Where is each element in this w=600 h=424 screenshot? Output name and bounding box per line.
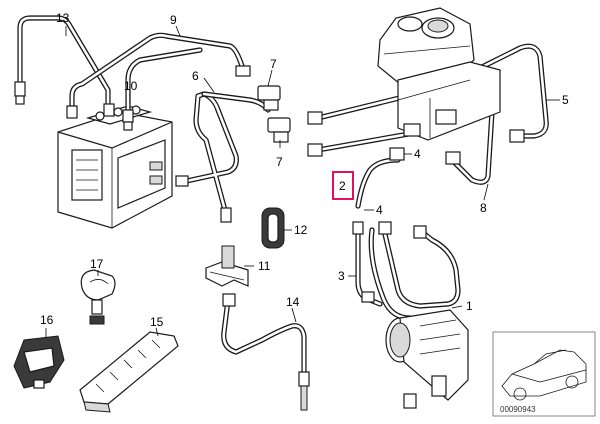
clip-17: [80, 269, 116, 325]
callout-4-upper: 4: [414, 147, 421, 161]
grommet-12: [261, 207, 285, 249]
callout-2[interactable]: 2: [339, 179, 346, 193]
callout-5: 5: [562, 93, 569, 107]
callout-16: 16: [40, 313, 54, 327]
callout-17: 17: [90, 257, 104, 271]
bracket-11: [205, 245, 249, 287]
fittings: [14, 65, 525, 411]
callout-7-lower: 7: [276, 155, 283, 169]
brake-pipes: [17, 15, 549, 375]
callout-13: 13: [56, 11, 70, 25]
pump-motor: [385, 309, 469, 409]
master-cylinder-reservoir: [377, 7, 501, 161]
connector-7: [257, 85, 291, 143]
callout-7-upper: 7: [270, 57, 277, 71]
vehicle-locator-inset: 00090943: [492, 331, 596, 417]
callout-15: 15: [150, 315, 164, 329]
callout-8: 8: [480, 201, 487, 215]
diagram-number: 00090943: [500, 405, 536, 414]
callout-12: 12: [294, 223, 308, 237]
callout-9: 9: [170, 13, 177, 27]
callout-10: 10: [124, 79, 138, 93]
callout-2-highlight-box[interactable]: [332, 171, 354, 200]
holder-16: [13, 335, 65, 389]
clip-strip-15: [79, 331, 179, 413]
callout-4-lower: 4: [376, 203, 383, 217]
leader-lines: [45, 25, 560, 338]
callout-1: 1: [466, 299, 473, 313]
abs-hydraulic-unit: [57, 105, 173, 229]
callout-11: 11: [258, 259, 271, 273]
callout-3: 3: [338, 269, 345, 283]
callout-6: 6: [192, 69, 199, 83]
callout-labels: 13 9 6 7 7 10 5 4 2 4 8 12 11 17 3 14 1 …: [40, 11, 569, 329]
callout-14: 14: [286, 295, 300, 309]
